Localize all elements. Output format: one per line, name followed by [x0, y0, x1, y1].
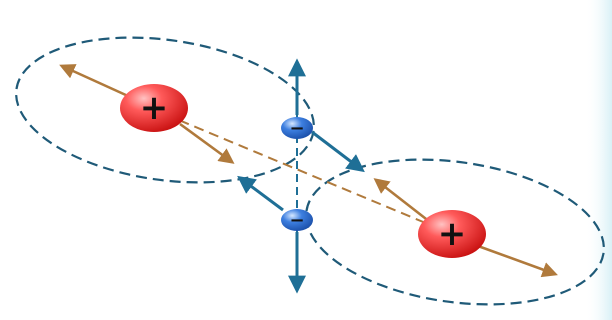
internuclear-axis [149, 107, 453, 235]
electron-top-sign: − [289, 118, 304, 139]
force-arrow-left-inward [179, 122, 235, 164]
electron-top-arrow-diagonal [311, 130, 365, 173]
electron-bottom-arrow-diagonal [237, 175, 284, 212]
electron-bottom-sign: − [289, 210, 304, 231]
force-arrow-left-outward [59, 64, 129, 98]
nucleus-right: + [418, 210, 486, 258]
orbit-right [305, 158, 605, 306]
nucleus-left: + [120, 84, 188, 132]
electron-top: − [281, 117, 313, 139]
electron-bottom: − [281, 209, 313, 231]
force-arrow-right-inward [373, 178, 431, 224]
right-edge-tint [585, 0, 612, 320]
force-arrow-right-outward [477, 244, 558, 278]
nucleus-right-sign: + [438, 214, 467, 254]
nucleus-left-sign: + [140, 88, 169, 128]
